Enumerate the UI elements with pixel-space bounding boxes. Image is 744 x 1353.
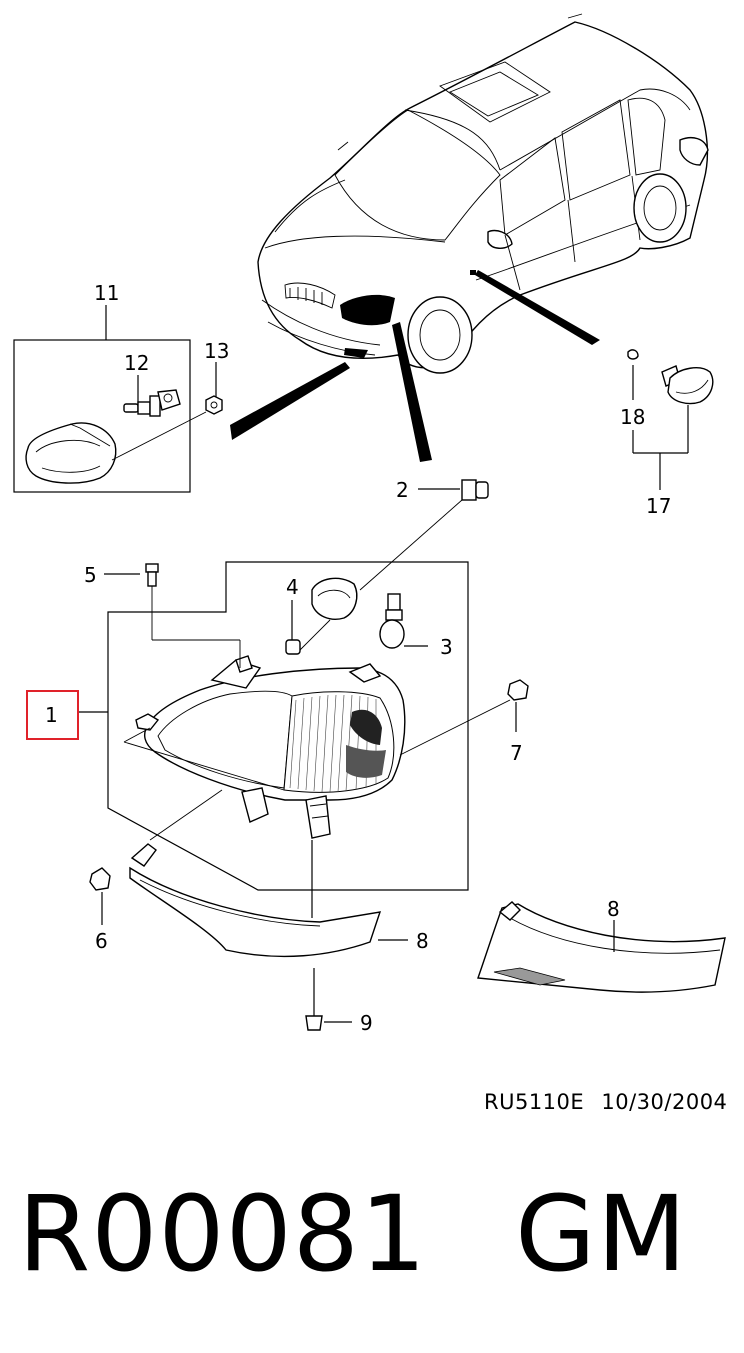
diagram-date: 10/30/2004	[601, 1090, 728, 1114]
callout-18[interactable]: 18	[620, 405, 645, 429]
leader-wedge-marker	[475, 270, 600, 345]
trim-strip-right	[477, 901, 726, 993]
socket-4	[285, 577, 358, 655]
headlamp-group	[78, 561, 469, 891]
callout-1-highlight[interactable]	[26, 690, 79, 740]
callout-12[interactable]: 12	[124, 351, 149, 375]
callout-8-left[interactable]: 8	[416, 929, 429, 953]
callout-2[interactable]: 2	[396, 478, 409, 502]
callout-8-right[interactable]: 8	[607, 897, 620, 921]
screw-5	[104, 563, 159, 612]
part-number: R00081	[18, 1173, 428, 1295]
callout-5[interactable]: 5	[84, 563, 97, 587]
side-marker-group	[627, 349, 714, 490]
screw-9	[305, 968, 352, 1031]
callout-13[interactable]: 13	[204, 339, 229, 363]
fog-lamp-group	[13, 305, 223, 493]
car-illustration	[257, 13, 709, 374]
diagram-caption: RU5110E 10/30/2004	[484, 1090, 727, 1114]
callout-17[interactable]: 17	[646, 494, 671, 518]
bulb-3	[379, 593, 428, 649]
callout-7[interactable]: 7	[510, 741, 523, 765]
nut-7	[399, 679, 529, 756]
callout-9[interactable]: 9	[360, 1011, 373, 1035]
callout-11[interactable]: 11	[94, 281, 119, 305]
callout-3[interactable]: 3	[440, 635, 453, 659]
leader-wedge-fog	[230, 362, 350, 440]
leader-wedge-headlamp	[392, 322, 432, 462]
nut-6	[89, 867, 111, 925]
bolt-2	[359, 479, 489, 591]
brand-name: GM	[515, 1173, 688, 1295]
callout-6[interactable]: 6	[95, 929, 108, 953]
diagram-code: RU5110E	[484, 1090, 585, 1114]
callout-4[interactable]: 4	[286, 575, 299, 599]
callout-1[interactable]: 1	[45, 703, 58, 727]
trim-strip-left	[129, 840, 408, 958]
